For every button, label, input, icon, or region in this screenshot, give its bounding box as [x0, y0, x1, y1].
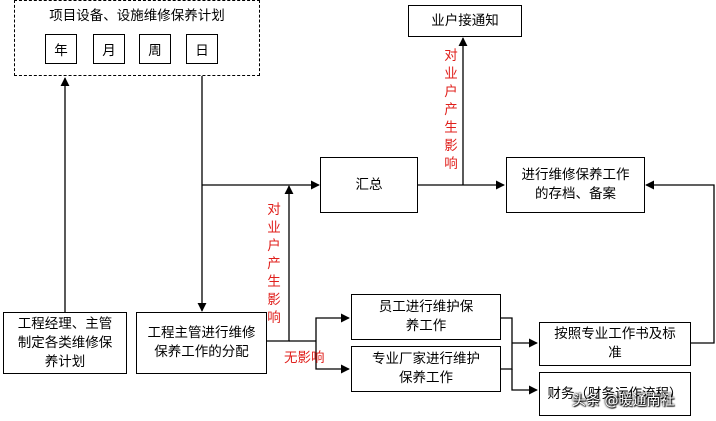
node-engineer: 工程经理、主管制定各类维修保养计划 [3, 312, 127, 374]
arrow-manual-to-archive [645, 180, 715, 344]
plan-title: 项目设备、设施维修保养计划 [49, 8, 225, 24]
period-week: 周 [139, 34, 171, 64]
watermark-text: 头条 @暖通南社 [572, 393, 675, 409]
node-staff: 员工进行维护保养工作 [351, 294, 501, 340]
node-summary: 汇总 [320, 157, 418, 213]
node-notify: 业户接通知 [408, 5, 522, 37]
node-vendor: 专业厂家进行维护保养工作 [351, 346, 501, 392]
line-staff-merge [501, 317, 513, 343]
period-year: 年 [45, 34, 77, 64]
arrow-to-staff [315, 313, 350, 341]
node-finance: 财务（财务运作流程） [539, 372, 691, 416]
node-archive: 进行维修保养工作的存档、备案 [506, 157, 645, 213]
arrow-to-finance [511, 369, 538, 395]
line-vendor-merge [501, 343, 513, 370]
node-manual: 按照专业工作书及标准 [539, 322, 691, 366]
node-supervisor: 工程主管进行维修保养工作的分配 [136, 312, 267, 374]
label-no-impact: 无影响 [284, 350, 325, 366]
period-day: 日 [186, 34, 218, 64]
arrow-to-vendor [315, 341, 350, 374]
period-month: 月 [93, 34, 125, 64]
label-impact-top: 对业户产生影响 [444, 48, 458, 172]
label-impact-mid: 对业户产生影响 [267, 202, 281, 326]
